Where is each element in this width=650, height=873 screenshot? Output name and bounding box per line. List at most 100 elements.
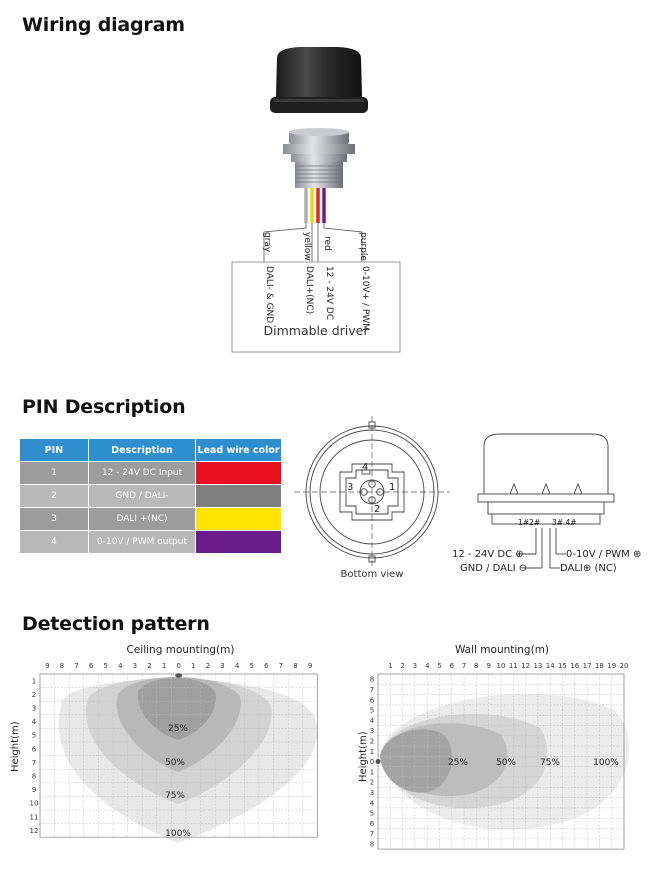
pin-description: 0-10V / PWM output (89, 531, 195, 553)
x-tick-label: 4 (235, 662, 240, 670)
x-tick-label: 2 (147, 662, 151, 670)
x-tick-label: 1 (388, 662, 392, 670)
side-view-pwm-label: 0-10V / PWM ⊕ (566, 549, 642, 560)
sensor-marker (375, 759, 381, 765)
y-tick-label: 10 (30, 800, 39, 808)
x-tick-label: 19 (607, 662, 616, 670)
side-view-pin-labels: 1#2# 3# 4# (518, 518, 577, 527)
x-tick-label: 6 (264, 662, 269, 670)
x-tick-label: 3 (220, 662, 224, 670)
y-tick-label: 2 (32, 691, 36, 699)
x-tick-label: 5 (103, 662, 107, 670)
pin-section-title: PIN Description (22, 396, 186, 418)
y-tick-label: 8 (32, 773, 36, 781)
lead-wire-swatch (196, 462, 281, 484)
x-tick-label: 2 (206, 662, 210, 670)
x-tick-label: 4 (425, 662, 430, 670)
y-tick-label: 7 (370, 830, 374, 838)
y-tick-label: 11 (30, 813, 39, 821)
x-tick-label: 0 (176, 662, 180, 670)
bottom-view-pin-2: 2 (374, 504, 381, 515)
table-row: 3 DALI +(NC) (20, 508, 281, 530)
y-tick-label: 4 (32, 718, 37, 726)
x-tick-label: 20 (620, 662, 629, 670)
y-tick-label: 4 (370, 799, 375, 807)
x-tick-label: 11 (509, 662, 518, 670)
x-tick-label: 13 (533, 662, 542, 670)
y-tick-label: 8 (370, 840, 374, 848)
x-tick-label: 9 (308, 662, 312, 670)
x-tick-label: 8 (60, 662, 64, 670)
x-tick-label: 9 (486, 662, 490, 670)
x-tick-label: 6 (89, 662, 94, 670)
x-tick-label: 6 (450, 662, 455, 670)
driver-label: Dimmable driver (263, 323, 369, 338)
x-tick-label: 10 (497, 662, 506, 670)
lead-wire-swatch (196, 531, 281, 553)
ceiling-chart-title: Ceiling mounting(m) (126, 644, 235, 656)
pin-description: DALI +(NC) (89, 508, 195, 530)
wire-label-red: red (322, 236, 332, 251)
x-tick-label: 3 (133, 662, 137, 670)
bottom-view-diagram (294, 416, 450, 568)
zone-label: 75% (165, 791, 185, 801)
pin-number: 2 (20, 485, 88, 507)
zone-label: 100% (593, 758, 619, 768)
sensor-body (283, 128, 355, 188)
y-tick-label: 6 (32, 745, 37, 753)
detection-section-title: Detection pattern (22, 613, 210, 635)
x-tick-label: 1 (162, 662, 166, 670)
table-row: 1 12 - 24V DC Input (20, 462, 281, 484)
lead-wire-swatch (196, 508, 281, 530)
zone-label: 50% (496, 758, 516, 768)
pin-description: GND / DALI- (89, 485, 195, 507)
x-tick-label: 5 (437, 662, 441, 670)
x-tick-label: 5 (249, 662, 253, 670)
y-tick-label: 5 (32, 732, 36, 740)
side-view-dali-label: DALI⊕ (NC) (560, 563, 617, 574)
y-tick-label: 8 (370, 676, 374, 684)
detection-zones (58, 677, 318, 843)
x-tick-label: 17 (583, 662, 592, 670)
x-tick-label: 1 (191, 662, 195, 670)
bottom-view-pin-4: 4 (362, 462, 369, 473)
x-tick-label: 3 (413, 662, 417, 670)
bottom-view-pin-1: 1 (389, 482, 396, 493)
y-tick-label: 7 (370, 686, 374, 694)
x-tick-label: 2 (400, 662, 404, 670)
pin-header-pin: PIN (20, 439, 88, 461)
detection-zones (380, 693, 630, 830)
x-tick-label: 7 (74, 662, 78, 670)
y-tick-label: 3 (370, 727, 374, 735)
y-tick-label: 5 (370, 810, 374, 818)
wiring-section-title: Wiring diagram (22, 14, 185, 36)
x-tick-label: 18 (595, 662, 604, 670)
wire-label-purple: purple (358, 232, 368, 261)
pin-description: 12 - 24V DC Input (89, 462, 195, 484)
y-tick-label: 1 (370, 748, 374, 756)
table-row: 2 GND / DALI- (20, 485, 281, 507)
x-tick-label: 8 (293, 662, 297, 670)
pin-header-description: Description (89, 439, 195, 461)
pin-table: PIN Description Lead wire color 1 12 - 2… (19, 438, 282, 554)
bottom-view-pin-3: 3 (347, 482, 354, 493)
y-tick-label: 2 (370, 779, 374, 787)
side-view-dc-label: 12 - 24V DC ⊕ (452, 549, 524, 560)
pin-number: 4 (20, 531, 88, 553)
pin-header-color: Lead wire color (196, 439, 281, 461)
wiring-diagram (231, 47, 401, 353)
y-tick-label: 12 (30, 827, 39, 835)
y-tick-label: 0 (370, 758, 374, 766)
x-tick-label: 7 (279, 662, 283, 670)
y-tick-label: 3 (370, 789, 374, 797)
wall-chart-title: Wall mounting(m) (454, 644, 550, 656)
y-tick-label: 2 (370, 737, 374, 745)
x-tick-label: 15 (558, 662, 567, 670)
zone-label: 25% (448, 758, 468, 768)
sensor-cap (270, 47, 368, 113)
x-tick-label: 7 (462, 662, 466, 670)
sensor-leads (304, 188, 326, 223)
x-tick-label: 9 (45, 662, 49, 670)
wire-label-gray: gray (262, 232, 272, 253)
